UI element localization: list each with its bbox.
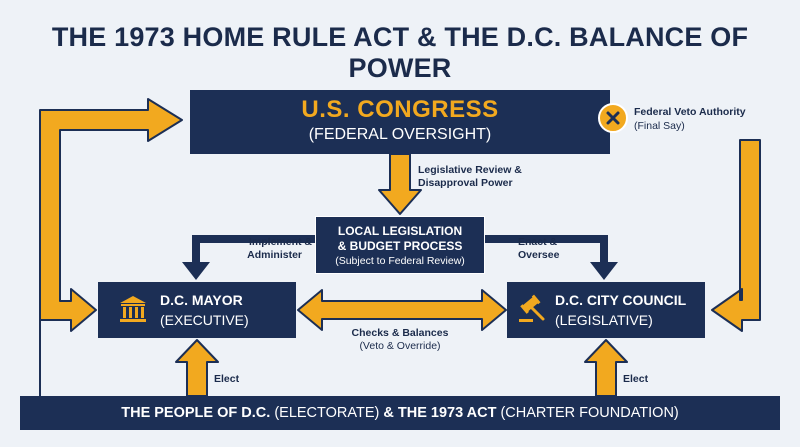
page-title: THE 1973 HOME RULE ACT & THE D.C. BALANC…	[51, 22, 749, 83]
implement-label-line1: Implement &	[248, 236, 312, 248]
veto-label: Federal Veto Authority	[634, 106, 746, 118]
veto-x-icon	[598, 103, 628, 133]
local-line3: (Subject to Federal Review)	[335, 255, 465, 267]
mayor-name: D.C. MAYOR	[160, 292, 243, 308]
arrow-people-to-congress	[39, 98, 183, 397]
elect-label-left: Elect	[214, 373, 240, 385]
council-sub: (LEGISLATIVE)	[555, 312, 653, 328]
arrow-elect-council	[584, 339, 628, 397]
council-box: D.C. CITY COUNCIL (LEGISLATIVE)	[507, 282, 705, 338]
congress-box: U.S. CONGRESS (FEDERAL OVERSIGHT)	[190, 90, 610, 154]
congress-sub: (FEDERAL OVERSIGHT)	[308, 126, 492, 143]
local-line1: LOCAL LEGISLATION	[337, 224, 463, 238]
local-line2: & BUDGET PROCESS	[337, 239, 463, 253]
enact-label-line1: Enact &	[518, 236, 558, 248]
mayor-sub: (EXECUTIVE)	[160, 312, 249, 328]
elect-label-right: Elect	[623, 373, 649, 385]
implement-label-line2: Administer	[247, 249, 302, 261]
people-part4: (CHARTER FOUNDATION)	[500, 405, 679, 421]
arrow-elect-mayor	[175, 339, 219, 397]
enact-label-line2: Oversee	[518, 249, 560, 261]
arrow-local-to-mayor	[182, 235, 315, 280]
congress-name: U.S. CONGRESS	[301, 96, 499, 123]
local-legislation-box: LOCAL LEGISLATION & BUDGET PROCESS (Subj…	[315, 216, 485, 274]
arrow-checks-balances	[297, 289, 507, 331]
review-label-line1: Legislative Review &	[418, 164, 522, 176]
checks-label-line1: Checks & Balances	[351, 327, 449, 339]
government-building-icon	[120, 296, 146, 322]
arrow-congress-to-council	[711, 139, 761, 332]
council-name: D.C. CITY COUNCIL	[555, 292, 687, 308]
arrow-local-to-council	[485, 235, 618, 280]
people-footer-box: THE PEOPLE OF D.C. (ELECTORATE) & THE 19…	[20, 396, 780, 430]
people-part2: (ELECTORATE)	[274, 405, 380, 421]
gavel-icon	[519, 294, 545, 322]
people-part1: THE PEOPLE OF D.C.	[121, 405, 271, 421]
veto-sub: (Final Say)	[634, 120, 685, 132]
mayor-box: D.C. MAYOR (EXECUTIVE)	[98, 282, 296, 338]
checks-label-line2: (Veto & Override)	[359, 340, 441, 352]
people-part3: & THE 1973 ACT	[383, 405, 497, 421]
review-label-line2: Disapproval Power	[418, 177, 513, 189]
arrow-congress-to-local	[378, 153, 422, 215]
